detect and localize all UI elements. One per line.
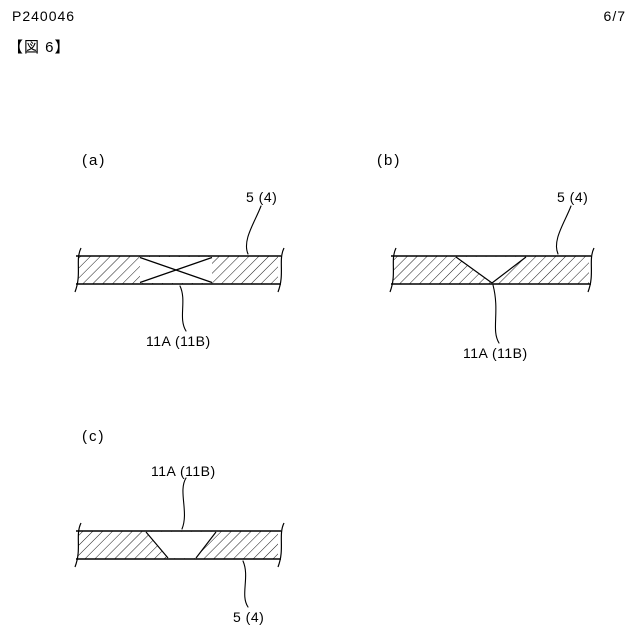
groove-a-x-lines xyxy=(139,256,213,284)
figure-title: 【図 6】 xyxy=(8,39,71,56)
subfigure-a-label: (a) xyxy=(82,152,107,169)
break-line-a-right xyxy=(277,247,285,293)
leader-line-c-top xyxy=(181,477,187,530)
subfigure-c-label: (c) xyxy=(82,428,106,445)
cross-section-a xyxy=(74,205,285,332)
ref-label-5-4-c: 5 (4) xyxy=(233,609,265,625)
ref-label-5-4-a: 5 (4) xyxy=(246,189,278,205)
break-line-c-right xyxy=(277,522,285,568)
ref-label-11a-11b-a: 11A (11B) xyxy=(146,333,211,349)
subfigure-b-label: (b) xyxy=(377,152,402,169)
ref-label-5-4-b: 5 (4) xyxy=(557,189,589,205)
leader-line-a-bottom xyxy=(179,285,187,332)
ref-label-11a-11b-c: 11A (11B) xyxy=(151,463,216,479)
break-line-a-left xyxy=(74,247,82,293)
ref-label-11a-11b-b: 11A (11B) xyxy=(463,345,528,361)
leader-line-c-bottom xyxy=(242,560,249,608)
cross-section-c xyxy=(74,477,285,608)
leader-line-b-bottom xyxy=(492,284,500,344)
groove-clearing-c xyxy=(146,531,216,559)
cross-section-b xyxy=(389,205,595,344)
page-indicator: 6/7 xyxy=(603,8,626,24)
plate-edges-b xyxy=(391,255,591,285)
groove-b-v-lines xyxy=(455,256,527,284)
break-line-c-left xyxy=(74,522,82,568)
groove-c-lines xyxy=(145,531,217,559)
plate-edges-c xyxy=(76,530,281,560)
document-number: P240046 xyxy=(12,8,76,24)
leader-line-a-top xyxy=(246,205,262,255)
break-line-b-right xyxy=(587,247,595,293)
groove-clearing-b xyxy=(455,256,527,284)
break-line-b-left xyxy=(389,247,397,293)
leader-line-b-top xyxy=(556,205,572,255)
plate-edges-a xyxy=(76,255,281,285)
